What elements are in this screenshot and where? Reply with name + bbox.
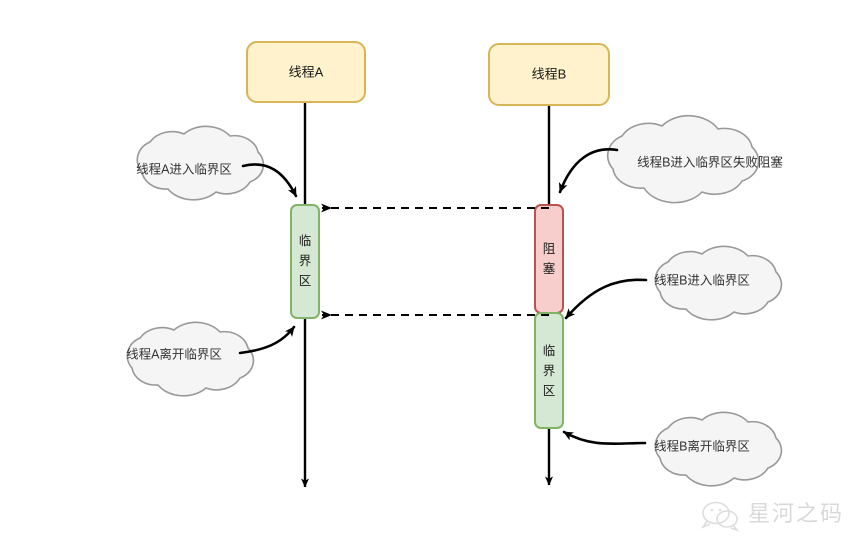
note-a-leave-connector [238, 325, 296, 355]
note-b-block[interactable]: 线程B进入临界区失败阻塞 [558, 114, 783, 204]
lifeline-a-header-box[interactable] [246, 41, 366, 103]
activation-b-critical-label-c2: 界 [543, 364, 556, 378]
activation-a-critical[interactable]: 临 界 区 [290, 204, 320, 319]
note-a-enter-cloud[interactable] [136, 125, 265, 201]
note-b-block-connector [558, 148, 619, 194]
activation-a-critical-label-c3: 区 [299, 274, 312, 288]
lifeline-a-label: 线程A [289, 64, 324, 79]
note-a-leave[interactable]: 线程A离开临界区 [126, 321, 296, 397]
note-b-enter-cloud[interactable] [654, 245, 783, 321]
note-b-enter-label: 线程B进入临界区 [654, 272, 750, 287]
note-b-enter-connector [564, 278, 648, 320]
activation-a-critical-label-c1: 临 [299, 234, 312, 248]
note-b-block-cloud[interactable] [606, 114, 760, 204]
note-b-leave-cloud[interactable] [654, 411, 783, 487]
note-a-leave-label: 线程A离开临界区 [126, 346, 222, 361]
note-a-leave-cloud[interactable] [126, 321, 255, 397]
note-b-leave-connector [562, 430, 647, 446]
lifeline-b-label: 线程B [532, 66, 567, 81]
note-a-enter-label: 线程A进入临界区 [136, 161, 232, 176]
activation-a-critical-label-c2: 界 [299, 254, 312, 268]
activation-a-critical-box[interactable] [290, 204, 320, 319]
activation-b-blocked-label-c2: 塞 [543, 261, 556, 276]
lifeline-thread-a: 线程A [246, 41, 366, 488]
note-b-leave-label: 线程B离开临界区 [654, 438, 750, 453]
wechat-icon [700, 501, 740, 532]
note-b-block-label: 线程B进入临界区失败阻塞 [637, 154, 783, 169]
note-a-enter-connector [241, 163, 298, 198]
lifeline-b-header-box[interactable] [488, 43, 610, 106]
watermark-label: 星河之码 [748, 501, 844, 526]
activation-b-critical-box[interactable] [534, 312, 564, 429]
note-a-enter[interactable]: 线程A进入临界区 [136, 125, 298, 201]
activation-b-blocked-label-c1: 阻 [543, 242, 556, 256]
note-b-leave[interactable]: 线程B离开临界区 [562, 411, 783, 487]
activation-b-critical-label-c3: 区 [543, 384, 556, 398]
activation-b-blocked[interactable]: 阻 塞 [534, 204, 564, 314]
watermark: 星河之码 [700, 501, 844, 532]
activation-b-critical-label-c1: 临 [543, 344, 556, 358]
lifeline-thread-b: 线程B [488, 43, 610, 486]
activation-b-blocked-box[interactable] [534, 204, 564, 314]
note-b-enter[interactable]: 线程B进入临界区 [564, 245, 783, 321]
activation-b-critical[interactable]: 临 界 区 [534, 312, 564, 429]
